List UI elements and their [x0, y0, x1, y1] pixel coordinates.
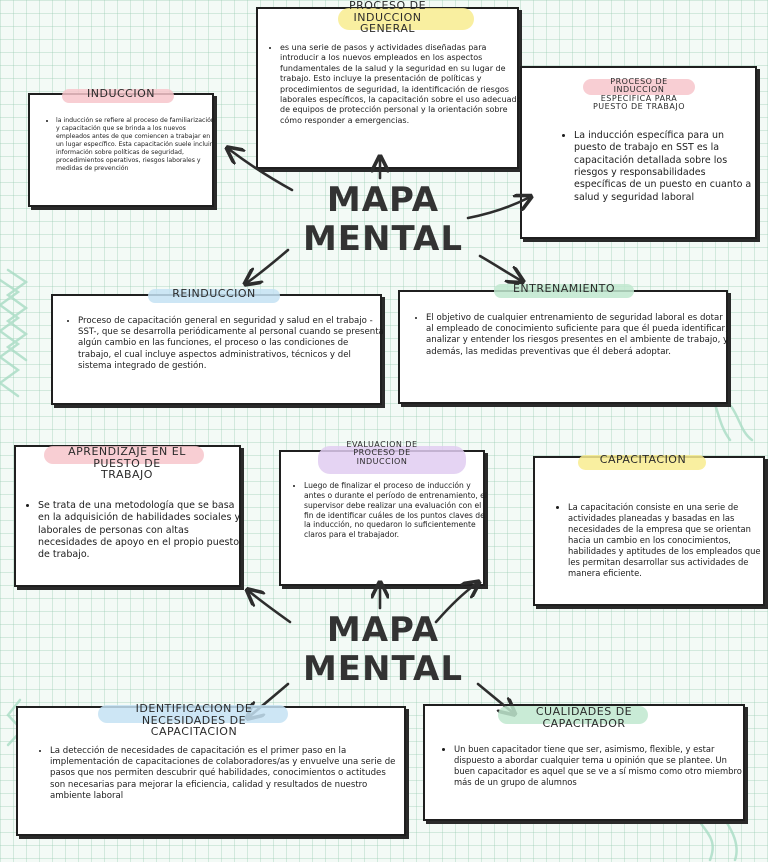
- general-title-line-3: GENERAL: [296, 23, 479, 35]
- general-title: PROCESO DE INDUCCION GENERAL: [296, 0, 479, 35]
- arrow-to-capacitacion: [436, 584, 476, 622]
- cualidades-title-line-2: CAPACITADOR: [484, 718, 684, 730]
- capacitacion-title: CAPACITACION: [560, 454, 726, 466]
- induccion-title: INDUCCION: [38, 88, 204, 100]
- identificacion-title: IDENTIFICACION DE NECESIDADES DE CAPACIT…: [94, 703, 294, 738]
- arrow-to-reinduccion: [248, 250, 288, 282]
- cualidades-title: CUALIDADES DE CAPACITADOR: [484, 706, 684, 729]
- arrow-to-aprendizaje: [250, 592, 290, 622]
- identificacion-title-line-3: CAPACITACION: [94, 726, 294, 738]
- evaluacion-title: EVALUACION DE PROCESO DE INDUCCION: [302, 441, 462, 466]
- especifica-title: PROCESO DE INDUCCION ESPECIFICA PARA PUE…: [566, 78, 712, 112]
- identificacion-title-line-1: IDENTIFICACION DE: [94, 703, 294, 715]
- aprendizaje-title-line-1: APRENDIZAJE EN EL: [24, 446, 230, 458]
- especifica-title-line-4: PUESTO DE TRABAJO: [566, 103, 712, 111]
- reinduccion-title: REINDUCCION: [114, 288, 314, 300]
- aprendizaje-title: APRENDIZAJE EN EL PUESTO DE TRABAJO: [24, 446, 230, 481]
- aprendizaje-title-line-3: TRABAJO: [24, 469, 230, 481]
- arrow-to-entrenamiento: [480, 256, 520, 280]
- general-title-line-1: PROCESO DE: [296, 0, 479, 12]
- cualidades-title-line-1: CUALIDADES DE: [484, 706, 684, 718]
- arrow-to-induccion: [230, 150, 292, 190]
- evaluacion-title-line-3: INDUCCION: [302, 458, 462, 466]
- entrenamiento-title: ENTRENAMIENTO: [464, 283, 664, 295]
- arrow-to-especifica: [468, 198, 528, 218]
